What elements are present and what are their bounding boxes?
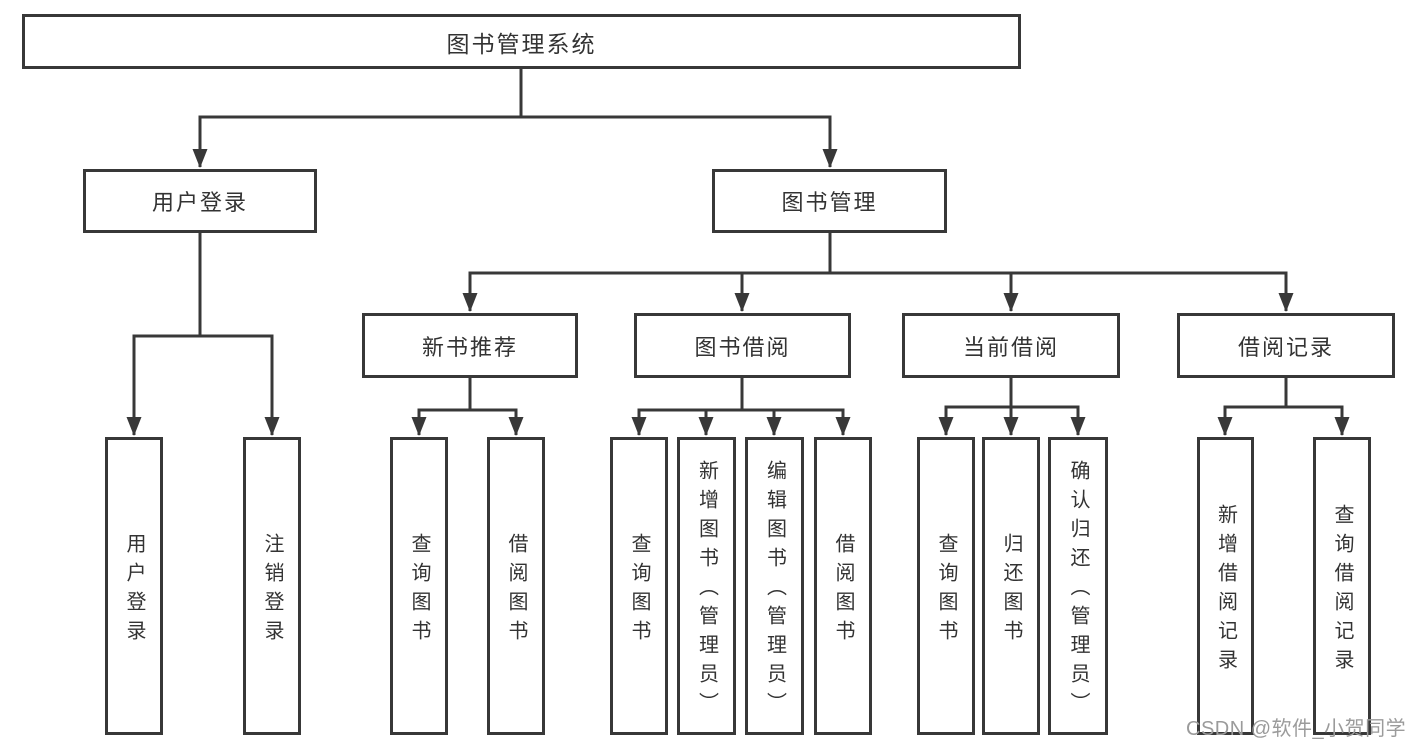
leaf-query-books-borrowing-label: 查询图书	[628, 532, 650, 649]
leaf-query-borrow-record: 查询借阅记录	[1313, 437, 1371, 735]
leaf-add-books-admin-label: 新增图书（管理员）	[695, 460, 718, 721]
leaf-query-borrow-record-label: 查询借阅记录	[1331, 503, 1353, 678]
leaf-add-borrow-record: 新增借阅记录	[1197, 437, 1254, 735]
leaf-confirm-return-admin-label: 确认归还（管理员）	[1067, 460, 1089, 721]
leaf-add-books-admin: 新增图书（管理员）	[677, 437, 736, 735]
leaf-borrow-books-borrowing-label: 借阅图书	[832, 532, 854, 649]
leaf-query-books-current: 查询图书	[917, 437, 975, 735]
node-book-borrowing: 图书借阅	[634, 313, 851, 378]
leaf-logout-label: 注销登录	[261, 532, 283, 649]
node-new-book-recommendation-label: 新书推荐	[421, 334, 518, 360]
node-book-borrowing-label: 图书借阅	[694, 334, 791, 360]
leaf-return-books-label: 归还图书	[1000, 532, 1022, 649]
leaf-confirm-return-admin: 确认归还（管理员）	[1048, 437, 1108, 735]
node-book-management-label: 图书管理	[781, 190, 878, 215]
leaf-query-books-recommend-label: 查询图书	[408, 532, 430, 649]
leaf-query-books-borrowing: 查询图书	[610, 437, 668, 735]
node-borrowing-records-label: 借阅记录	[1237, 334, 1334, 360]
leaf-query-books-current-label: 查询图书	[935, 532, 957, 649]
leaf-user-login-label: 用户登录	[123, 532, 145, 649]
node-root-label: 图书管理系统	[446, 30, 597, 57]
node-user-login: 用户登录	[83, 169, 317, 233]
leaf-return-books: 归还图书	[982, 437, 1040, 735]
node-current-borrowing-label: 当前借阅	[962, 334, 1059, 360]
leaf-query-books-recommend: 查询图书	[390, 437, 448, 735]
node-root: 图书管理系统	[22, 14, 1021, 69]
node-new-book-recommendation: 新书推荐	[362, 313, 578, 378]
leaf-borrow-books-recommend-label: 借阅图书	[505, 532, 527, 649]
leaf-user-login: 用户登录	[105, 437, 163, 735]
node-user-login-label: 用户登录	[151, 190, 248, 215]
node-borrowing-records: 借阅记录	[1177, 313, 1395, 378]
leaf-edit-books-admin-label: 编辑图书（管理员）	[763, 460, 786, 721]
csdn-watermark: CSDN @软件_小贺同学	[1186, 718, 1405, 740]
node-current-borrowing: 当前借阅	[902, 313, 1120, 378]
leaf-logout: 注销登录	[243, 437, 301, 735]
leaf-add-borrow-record-label: 新增借阅记录	[1214, 503, 1237, 678]
leaf-borrow-books-recommend: 借阅图书	[487, 437, 545, 735]
node-book-management: 图书管理	[712, 169, 947, 233]
leaf-borrow-books-borrowing: 借阅图书	[814, 437, 872, 735]
leaf-edit-books-admin: 编辑图书（管理员）	[745, 437, 804, 735]
